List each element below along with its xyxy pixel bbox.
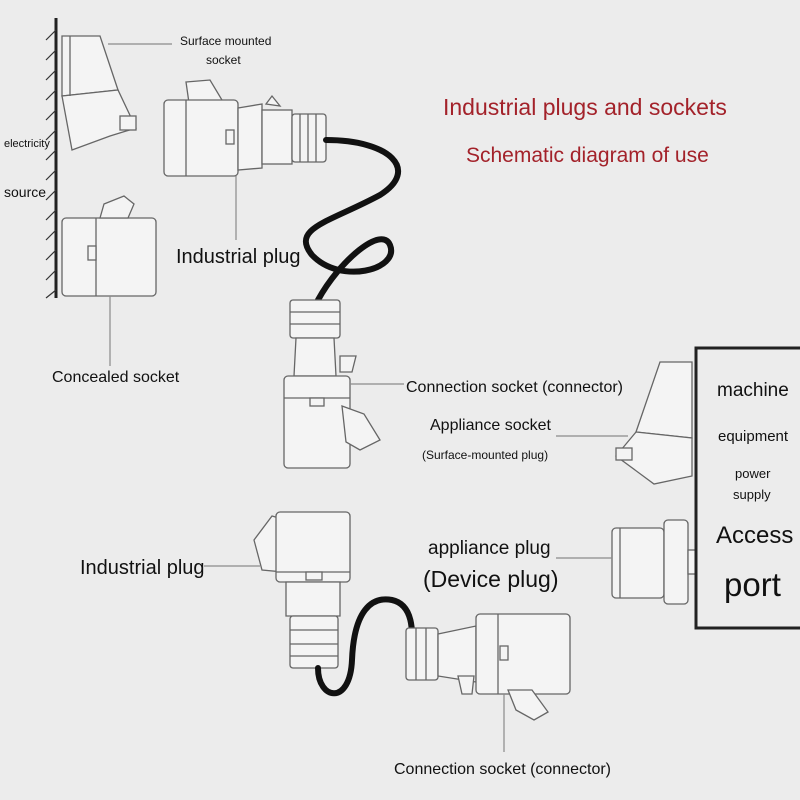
- equipment-label: equipment: [718, 428, 789, 445]
- surface-socket-label-line1: Surface mounted: [180, 34, 272, 48]
- cable-top: [302, 137, 402, 303]
- appliance-plug-drawing: [611, 519, 697, 605]
- appliance-plug-label: appliance plug: [428, 538, 551, 559]
- connection-socket-top-label: Connection socket (connector): [406, 379, 623, 396]
- machine-label: machine: [717, 380, 789, 401]
- concealed-socket-drawing: [61, 195, 157, 297]
- wall: [45, 18, 58, 299]
- concealed-socket-label: Concealed socket: [52, 369, 180, 386]
- port-label: port: [724, 566, 781, 603]
- source-label-line2: source: [4, 184, 47, 200]
- appliance-socket-drawing: [615, 361, 693, 485]
- access-label: Access: [716, 522, 794, 549]
- device-plug-label: (Device plug): [423, 566, 559, 592]
- industrial-plug-bottom-drawing: [253, 511, 351, 669]
- machine-panel-box: [694, 346, 800, 630]
- supply-label: supply: [733, 487, 771, 502]
- power-label: power: [735, 466, 771, 481]
- industrial-plug-top-drawing: [163, 79, 327, 177]
- appliance-socket-label: Appliance socket: [430, 417, 551, 434]
- industrial-plug-bottom-label: Industrial plug: [80, 557, 205, 579]
- appliance-socket-sub-label: (Surface-mounted plug): [422, 448, 549, 462]
- surface-mounted-socket-drawing: [61, 35, 137, 151]
- industrial-plug-top-label: Industrial plug: [176, 246, 301, 268]
- connection-socket-top-drawing: [283, 299, 381, 469]
- title-line1: Industrial plugs and sockets: [443, 94, 727, 120]
- title-line2: Schematic diagram of use: [466, 144, 709, 167]
- connection-socket-bottom-drawing: [405, 613, 571, 721]
- surface-socket-label-line2: socket: [206, 53, 241, 67]
- cable-bottom: [315, 596, 416, 697]
- connection-socket-bottom-label: Connection socket (connector): [394, 761, 611, 778]
- leader-lines: [108, 43, 628, 752]
- source-label-line1: electricity: [4, 138, 50, 150]
